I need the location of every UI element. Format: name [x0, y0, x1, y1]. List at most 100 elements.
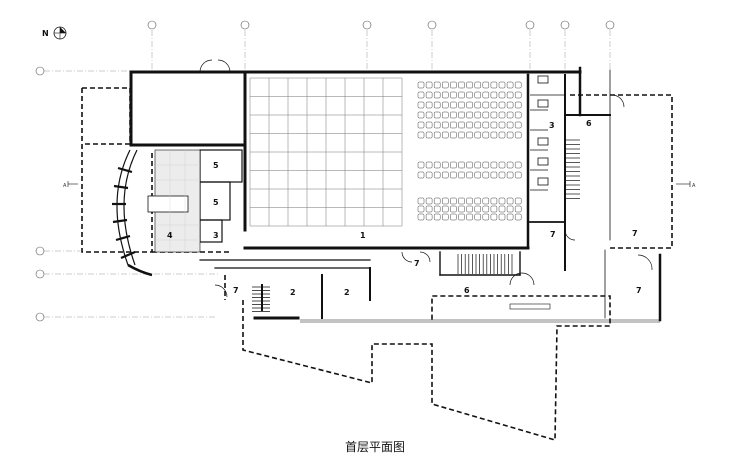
room-label: 6: [464, 286, 470, 295]
seat: [490, 213, 498, 221]
seat: [498, 213, 506, 221]
seat: [474, 213, 481, 221]
seat: [490, 91, 498, 99]
seat: [442, 213, 449, 221]
seat: [425, 161, 433, 169]
seat: [490, 197, 498, 205]
seat: [490, 121, 498, 129]
dashed-outlines: [81, 87, 673, 442]
seat: [474, 131, 481, 139]
seat: [474, 161, 481, 169]
seat: [506, 111, 514, 119]
seat: [466, 171, 473, 179]
section-mark-left: A: [63, 183, 67, 189]
seat: [482, 101, 490, 109]
seat: [458, 121, 465, 129]
seat: [466, 205, 473, 213]
seat: [498, 91, 506, 99]
seat: [490, 111, 498, 119]
seat: [514, 171, 522, 179]
grid-lines: [44, 30, 611, 318]
seat: [442, 91, 449, 99]
seat: [474, 197, 481, 205]
seat: [417, 171, 425, 179]
grid-bubbles: [35, 20, 615, 322]
seat: [466, 197, 473, 205]
seat: [514, 81, 522, 89]
seat: [474, 171, 481, 179]
seat: [506, 121, 514, 129]
room-labels: 1 2 2 3 3 4 5 5 6 6 7 7 7 7 7: [167, 119, 642, 297]
seat: [450, 197, 457, 205]
room-label: 1: [360, 231, 366, 240]
seat: [425, 213, 433, 221]
seat: [466, 101, 473, 109]
seat: [425, 205, 433, 213]
seat: [433, 131, 441, 139]
seat: [458, 81, 465, 89]
seat: [466, 161, 473, 169]
seat: [450, 91, 457, 99]
room-label: 4: [167, 231, 173, 240]
seat: [514, 131, 522, 139]
seat: [498, 131, 506, 139]
seat: [450, 131, 457, 139]
seat: [417, 101, 425, 109]
seat: [506, 101, 514, 109]
seat: [514, 111, 522, 119]
hall-floor-grid: [249, 77, 403, 227]
seat: [450, 101, 457, 109]
seat: [482, 197, 490, 205]
seat: [458, 161, 465, 169]
section-mark-right: A: [692, 183, 696, 189]
seat: [450, 161, 457, 169]
seat: [498, 197, 506, 205]
seat: [450, 171, 457, 179]
seat: [425, 111, 433, 119]
seat: [450, 81, 457, 89]
seat: [433, 213, 441, 221]
seat: [450, 111, 457, 119]
seat: [433, 161, 441, 169]
toilet-cubicles: [530, 75, 565, 191]
seat: [514, 121, 522, 129]
seat: [490, 101, 498, 109]
glazing-line: [300, 303, 660, 323]
seat: [474, 121, 481, 129]
seat: [442, 121, 449, 129]
seat: [417, 197, 425, 205]
seat: [506, 213, 514, 221]
seat: [442, 205, 449, 213]
seat: [514, 197, 522, 205]
seat: [417, 81, 425, 89]
seat: [498, 171, 506, 179]
seat: [490, 81, 498, 89]
seat: [474, 91, 481, 99]
seat: [498, 121, 506, 129]
seat: [474, 101, 481, 109]
seat: [506, 197, 514, 205]
seat: [514, 161, 522, 169]
seat: [482, 161, 490, 169]
seat: [482, 121, 490, 129]
room-label: 7: [636, 286, 642, 295]
seat: [458, 111, 465, 119]
seat: [474, 81, 481, 89]
stairs: [252, 139, 580, 312]
seat: [506, 91, 514, 99]
seat: [442, 101, 449, 109]
room-label: 7: [550, 230, 556, 239]
room-label: 6: [586, 119, 592, 128]
seat: [417, 161, 425, 169]
seat: [498, 81, 506, 89]
seat: [506, 205, 514, 213]
seat: [490, 205, 498, 213]
room-label: 5: [213, 161, 219, 170]
seat: [417, 91, 425, 99]
seat: [450, 121, 457, 129]
seat: [514, 213, 522, 221]
doors: [199, 59, 653, 298]
seat: [506, 81, 514, 89]
seat: [466, 213, 473, 221]
